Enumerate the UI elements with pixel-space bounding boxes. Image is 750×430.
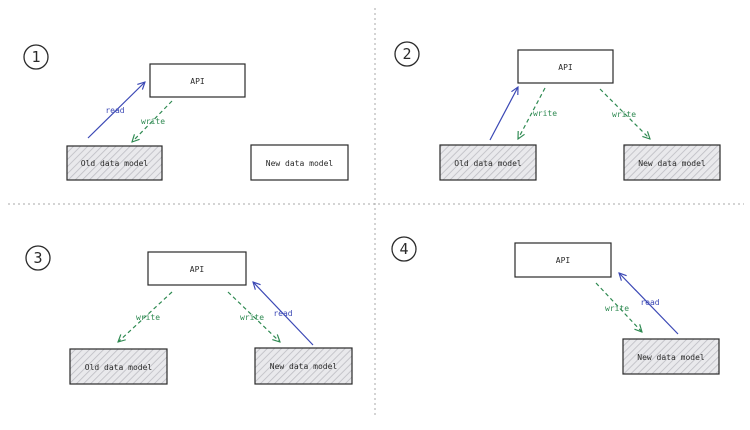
step-2-old-model-box: [439, 144, 537, 181]
step-3-write-arrow-old: [118, 291, 173, 342]
step-2-api-box: [517, 49, 614, 84]
step-3-badge: 3: [25, 245, 51, 271]
step-2-read-arrow: [489, 87, 518, 141]
step-1-read-label: read: [105, 106, 124, 115]
step-3-read-arrow: [253, 282, 314, 346]
step-4-api-label: API: [556, 256, 571, 265]
step-4-panel: API New data model write read: [514, 242, 720, 375]
step-4-new-model-label: New data model: [637, 353, 705, 362]
step-1-read-arrow: [87, 82, 145, 139]
step-1-number: 1: [31, 48, 40, 66]
step-2-write-label-old: write: [533, 109, 557, 118]
step-3-write-label-new: write: [240, 313, 264, 322]
step-2-new-model-box: [623, 144, 721, 181]
step-2-panel: API Old data model New data model write …: [439, 49, 721, 181]
step-4-new-model-box: [622, 338, 720, 375]
step-3-api-label: API: [190, 265, 205, 274]
step-2-number: 2: [402, 45, 411, 63]
step-2-write-arrow-new: [599, 88, 650, 139]
step-4-badge: 4: [391, 236, 417, 262]
step-3-read-label: read: [273, 309, 292, 318]
step-1-write-arrow: [132, 100, 173, 142]
step-1-old-model-box: [66, 145, 163, 181]
step-3-write-label-old: write: [136, 313, 160, 322]
step-3-number: 3: [33, 249, 42, 267]
step-4-number: 4: [399, 240, 408, 258]
step-2-write-label-new: write: [612, 110, 636, 119]
step-2-write-arrow-old: [518, 87, 546, 139]
step-1-api-box: [149, 63, 246, 98]
step-3-write-arrow-new: [227, 291, 280, 342]
step-3-old-model-label: Old data model: [85, 363, 153, 372]
step-4-write-label: write: [605, 304, 629, 313]
step-4-read-label: read: [640, 298, 659, 307]
step-4-read-arrow: [619, 273, 679, 335]
step-2-new-model-label: New data model: [638, 159, 706, 168]
step-2-old-model-label: Old data model: [454, 159, 522, 168]
step-2-api-label: API: [558, 63, 573, 72]
step-4-api-box: [514, 242, 612, 278]
step-1-write-label: write: [141, 117, 165, 126]
step-2-badge: 2: [394, 41, 420, 67]
step-3-new-model-label: New data model: [270, 362, 338, 371]
step-3-panel: API Old data model New data model write …: [69, 251, 353, 385]
step-4-write-arrow: [595, 282, 642, 332]
step-3-old-model-box: [69, 348, 168, 385]
step-1-badge: 1: [23, 44, 49, 70]
step-3-api-box: [147, 251, 247, 286]
step-1-new-model-label: New data model: [266, 159, 334, 168]
step-1-old-model-label: Old data model: [81, 159, 149, 168]
step-3-new-model-box: [254, 347, 353, 385]
step-1-new-model-box: [250, 144, 349, 181]
step-1-api-label: API: [190, 77, 205, 86]
step-1-panel: API Old data model New data model read w…: [66, 63, 349, 181]
